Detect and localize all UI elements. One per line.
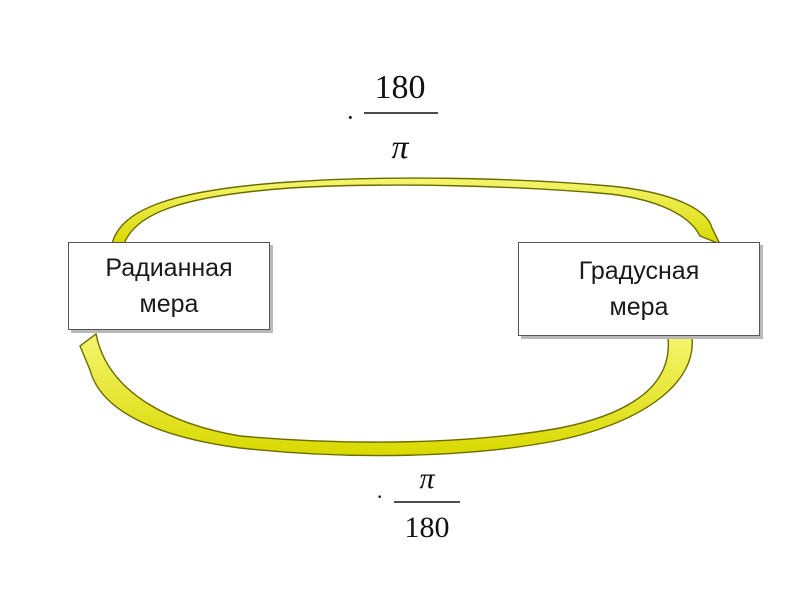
bottom-formula: · π 180 (376, 462, 460, 544)
bottom-formula-operator: · (376, 484, 383, 509)
top-arrow (111, 177, 722, 246)
bottom-arrow (79, 332, 693, 457)
top-formula-numerator: 180 (375, 69, 426, 106)
radian-measure-label: Радианная мера (105, 254, 233, 318)
radian-measure-box: Радианная мера (68, 242, 270, 330)
top-formula: · 180 π (346, 69, 438, 166)
degree-measure-box: Градусная мера (518, 242, 760, 336)
bottom-formula-numerator: π (419, 462, 435, 495)
degree-measure-label: Градусная мера (578, 257, 700, 321)
top-formula-operator: · (346, 103, 355, 132)
top-formula-denominator: π (391, 129, 409, 166)
bottom-formula-denominator: 180 (405, 511, 450, 544)
